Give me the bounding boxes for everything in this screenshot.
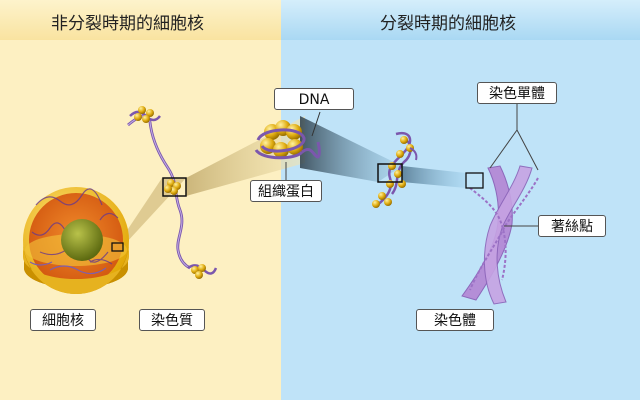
leader-lines [285, 104, 539, 227]
label-dna: DNA [274, 88, 354, 110]
mitosis-title: 分裂時期的細胞核 [380, 14, 516, 34]
chromatin-illustration [127, 106, 218, 279]
label-centromere: 著絲點 [538, 215, 606, 237]
label-chromatid: 染色單體 [477, 82, 557, 104]
label-histone: 組織蛋白 [250, 180, 322, 202]
label-chromosome: 染色體 [416, 309, 494, 331]
mitosis-header: 分裂時期的細胞核 [281, 0, 640, 40]
zoom-cone-fiber [402, 166, 466, 188]
mitosis-panel [281, 0, 640, 400]
interphase-title: 非分裂時期的細胞核 [51, 14, 204, 34]
chromosome-illustration [461, 165, 539, 305]
zoom-cone-nucleus [118, 178, 186, 244]
chromatin-fiber-illustration [372, 131, 418, 208]
nucleus-illustration [23, 187, 129, 294]
interphase-header: 非分裂時期的細胞核 [0, 0, 281, 40]
label-nucleus: 細胞核 [30, 309, 96, 331]
nucleosome-illustration [254, 111, 321, 160]
zoom-cone-dna [300, 116, 402, 182]
label-chromatin: 染色質 [139, 309, 205, 331]
